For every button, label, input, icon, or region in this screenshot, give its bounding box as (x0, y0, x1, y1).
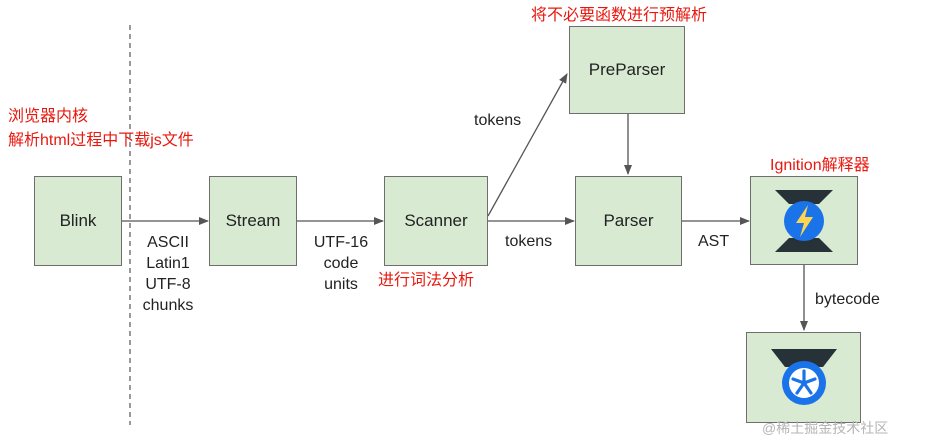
watermark: @稀土掘金技术社区 (762, 420, 889, 436)
edge-text: code (323, 255, 359, 272)
turbofan-logo-icon (770, 348, 837, 405)
ignition-annotation: Ignition解释器 (770, 157, 870, 174)
browser-kernel-annotation: 浏览器内核 解析html过程中下载js文件 (8, 105, 194, 153)
scanner-parser-label: tokens (505, 233, 553, 250)
stream-label: Stream (225, 211, 281, 230)
blink-node: Blink (34, 176, 122, 266)
scanner-label: Scanner (404, 211, 468, 230)
edge-text: UTF-16 (313, 234, 369, 251)
edge-text: UTF-8 (145, 276, 191, 293)
ignition-node (750, 176, 858, 265)
blink-stream-label: ASCII Latin1 UTF-8 chunks (133, 232, 203, 316)
scanner-node: Scanner (384, 176, 488, 266)
stream-scanner-label: UTF-16 code units (305, 232, 377, 295)
ignition-turbofan-label: bytecode (815, 291, 880, 308)
parser-node: Parser (575, 176, 682, 266)
annotation-line: 浏览器内核 (8, 108, 89, 125)
parser-ignition-label: AST (698, 233, 730, 250)
edge-text: units (324, 276, 358, 293)
preparser-node: PreParser (569, 26, 685, 114)
edge-text: chunks (142, 297, 194, 314)
arrow-scanner-preparser (487, 73, 568, 217)
parser-label: Parser (603, 211, 654, 230)
preparse-annotation: 将不必要函数进行预解析 (531, 7, 708, 24)
annotation-line: 解析html过程中下载js文件 (8, 132, 194, 149)
preparser-label: PreParser (588, 60, 666, 79)
stream-node: Stream (209, 176, 297, 266)
turbofan-node (746, 332, 861, 423)
lexical-annotation: 进行词法分析 (378, 272, 475, 289)
blink-label: Blink (59, 211, 97, 230)
ignition-logo-icon (775, 189, 833, 252)
edge-text: ASCII (147, 234, 189, 251)
scanner-preparser-label: tokens (474, 112, 522, 129)
edge-text: Latin1 (146, 255, 190, 272)
